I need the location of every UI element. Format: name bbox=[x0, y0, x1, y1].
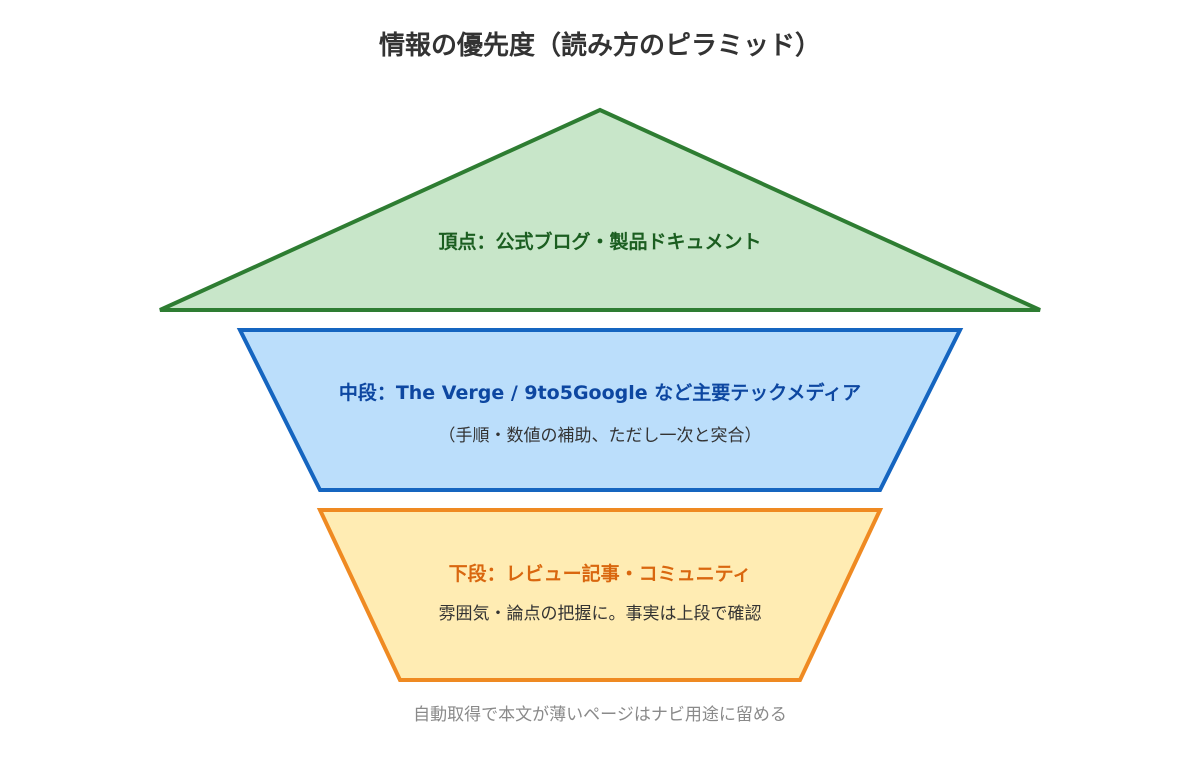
diagram-title: 情報の優先度（読み方のピラミッド） bbox=[379, 30, 821, 61]
tier-top-shape bbox=[159, 107, 1041, 312]
tier-bottom-shape bbox=[316, 508, 884, 682]
tier-middle-label: 中段：The Verge / 9to5Google など主要テックメディア bbox=[339, 381, 861, 404]
tier-bottom-label: 下段：レビュー記事・コミュニティ bbox=[449, 562, 752, 585]
footer-note: 自動取得で本文が薄いページはナビ用途に留める bbox=[413, 705, 787, 725]
tier-top-label: 頂点：公式ブログ・製品ドキュメント bbox=[438, 230, 761, 253]
tier-middle-note: （手順・数値の補助、ただし一次と突合） bbox=[439, 426, 762, 446]
tier-middle-shape bbox=[236, 328, 964, 492]
tier-bottom-note: 雰囲気・論点の把握に。事実は上段で確認 bbox=[439, 604, 762, 624]
